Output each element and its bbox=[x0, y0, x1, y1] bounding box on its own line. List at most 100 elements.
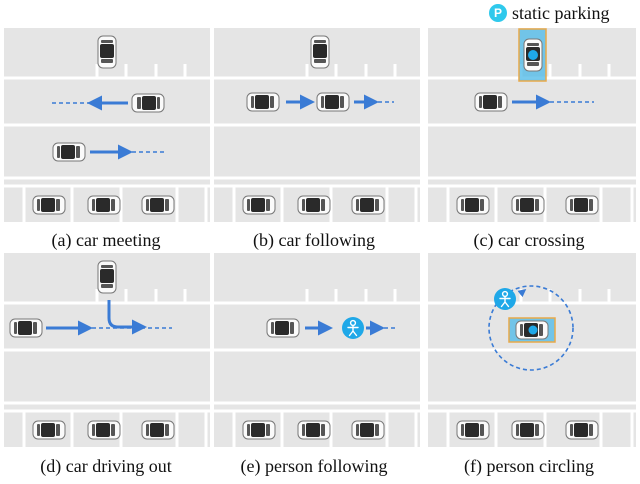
car-rear-window bbox=[57, 146, 60, 158]
car-roof-glass bbox=[96, 423, 110, 437]
parking-p-icon: P bbox=[489, 4, 507, 22]
car-rear-window bbox=[271, 322, 274, 334]
car-rear-window bbox=[314, 40, 326, 43]
car-roof-glass bbox=[251, 423, 265, 437]
car-roof-glass bbox=[100, 269, 114, 283]
car-roof-glass bbox=[96, 198, 110, 212]
car-roof-glass bbox=[150, 423, 164, 437]
car-windshield bbox=[165, 199, 169, 211]
car-roof-glass bbox=[100, 44, 114, 58]
car-windshield bbox=[290, 322, 294, 334]
car-windshield bbox=[101, 59, 113, 63]
car-windshield bbox=[165, 424, 169, 436]
car-windshield bbox=[266, 199, 270, 211]
parked-car bbox=[141, 195, 175, 215]
parked-car bbox=[297, 420, 331, 440]
car-roof-glass bbox=[41, 198, 55, 212]
parked-car bbox=[87, 420, 121, 440]
car-leading bbox=[316, 92, 350, 112]
car-rear-window bbox=[92, 424, 95, 436]
car-windshield bbox=[535, 199, 539, 211]
parked-car bbox=[351, 420, 385, 440]
legend: P static parking bbox=[489, 2, 609, 24]
car-rear-window bbox=[516, 424, 519, 436]
parked-car bbox=[242, 195, 276, 215]
parked-car bbox=[242, 420, 276, 440]
person-figure bbox=[499, 295, 511, 308]
parked-car bbox=[141, 420, 175, 440]
car-ego bbox=[266, 318, 300, 338]
person-figure bbox=[347, 324, 359, 337]
parked-car bbox=[351, 195, 385, 215]
parked-car bbox=[456, 420, 490, 440]
car-roof-glass bbox=[251, 198, 265, 212]
car-roof-glass bbox=[520, 198, 534, 212]
car-ego bbox=[52, 142, 86, 162]
panel-f bbox=[428, 253, 636, 447]
car-ego bbox=[9, 318, 43, 338]
car-ego bbox=[246, 92, 280, 112]
car-windshield bbox=[535, 424, 539, 436]
car-windshield bbox=[56, 424, 60, 436]
car-rear-window bbox=[527, 43, 539, 46]
car-roof-glass bbox=[150, 198, 164, 212]
car-driving-out bbox=[97, 260, 117, 294]
parked-car bbox=[32, 195, 66, 215]
car-rear-window bbox=[520, 324, 523, 336]
caption-a: (a) car meeting bbox=[51, 230, 161, 250]
car-roof-glass bbox=[574, 423, 588, 437]
car-windshield bbox=[375, 199, 379, 211]
caption-e: (e) person following bbox=[240, 456, 388, 476]
car-oncoming bbox=[131, 93, 165, 113]
car-windshield bbox=[375, 424, 379, 436]
car-rear-window bbox=[146, 424, 149, 436]
car-windshield bbox=[340, 96, 344, 108]
car-rear-window bbox=[321, 96, 324, 108]
car-roof-glass bbox=[306, 198, 320, 212]
car-roof-glass bbox=[325, 95, 339, 109]
caption-d: (d) car driving out bbox=[40, 456, 172, 476]
car-rear-window bbox=[247, 199, 250, 211]
car-windshield bbox=[137, 97, 141, 109]
caption-b: (b) car following bbox=[253, 230, 375, 250]
person-circling bbox=[494, 288, 516, 310]
car-rear-window bbox=[570, 199, 573, 211]
car-windshield bbox=[76, 146, 80, 158]
car-roof-glass bbox=[360, 423, 374, 437]
trajectory-turn bbox=[107, 300, 147, 335]
parked-car bbox=[565, 195, 599, 215]
car-windshield bbox=[270, 96, 274, 108]
car-windshield bbox=[589, 424, 593, 436]
parked-car bbox=[456, 195, 490, 215]
car-roof-glass bbox=[306, 423, 320, 437]
car-roof-glass bbox=[255, 95, 269, 109]
panel-e bbox=[214, 253, 420, 447]
car-roof-glass bbox=[313, 44, 327, 58]
parked-car bbox=[511, 420, 545, 440]
car-roof-glass bbox=[61, 145, 75, 159]
car-rear-window bbox=[101, 40, 113, 43]
car-windshield bbox=[321, 424, 325, 436]
car-roof-glass bbox=[483, 95, 497, 109]
car-rear-window bbox=[302, 424, 305, 436]
car-windshield bbox=[314, 59, 326, 63]
car-rear-window bbox=[461, 199, 464, 211]
car-roof-glass bbox=[360, 198, 374, 212]
car-windshield bbox=[498, 96, 502, 108]
car-windshield bbox=[480, 199, 484, 211]
car-windshield bbox=[111, 424, 115, 436]
car-rear-window bbox=[101, 265, 113, 268]
parked-car bbox=[32, 420, 66, 440]
car-roof-glass bbox=[465, 198, 479, 212]
circling-path bbox=[488, 285, 574, 371]
circling-direction-arrow bbox=[517, 289, 527, 298]
car-rear-window bbox=[479, 96, 482, 108]
car-windshield bbox=[539, 324, 543, 336]
parking-p-marker bbox=[528, 50, 538, 60]
car-rear-window bbox=[461, 424, 464, 436]
car-rear-window bbox=[14, 322, 17, 334]
car-roof-glass bbox=[41, 423, 55, 437]
car-ego bbox=[474, 92, 508, 112]
caption-f: (f) person circling bbox=[464, 456, 594, 476]
